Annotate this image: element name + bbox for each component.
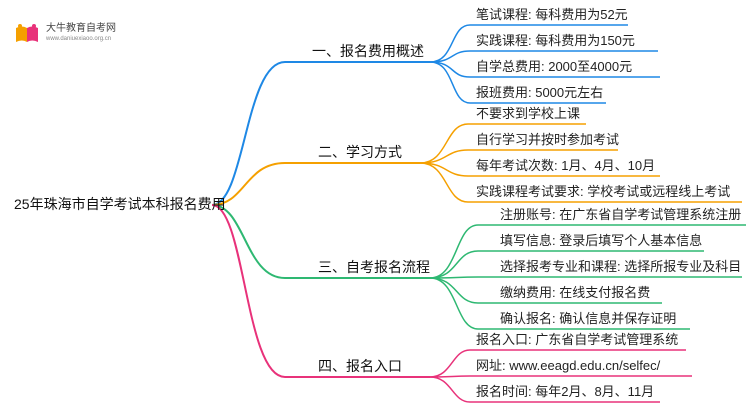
link-root-branch-2 [211, 162, 286, 206]
branch-2-leaf-4: 实践课程考试要求: 学校考试或远程线上考试 [476, 184, 731, 199]
branch-2-leaf-3: 每年考试次数: 1月、4月、10月 [476, 158, 656, 173]
branch-3-leaf-4: 缴纳费用: 在线支付报名费 [500, 285, 651, 300]
branch-1-leaf-2: 实践课程: 每科费用为150元 [476, 33, 635, 48]
branch-4-leaf-2: 网址: www.eeagd.edu.cn/selfec/ [476, 358, 661, 373]
link-root-branch-3 [211, 204, 286, 279]
root-title: 25年珠海市自学考试本科报名费用 [14, 196, 226, 212]
book-logo-icon [16, 24, 38, 42]
branch-1-leaf-1: 笔试课程: 每科费用为52元 [476, 7, 628, 22]
link-root-branch-4 [211, 204, 286, 378]
branch-3-leaf-2: 填写信息: 登录后填写个人基本信息 [500, 233, 703, 248]
link-root-branch-1 [211, 61, 286, 206]
branch-4-leaf-1: 报名入口: 广东省自学考试管理系统 [476, 332, 679, 347]
branch-1-leaf-3: 自学总费用: 2000至4000元 [476, 59, 633, 74]
branch-1-leaf-4: 报班费用: 5000元左右 [476, 85, 604, 100]
branch-2-leaf-1: 不要求到学校上课 [476, 106, 581, 121]
branch-3-leaf-1: 注册账号: 在广东省自学考试管理系统注册 [500, 207, 742, 222]
branch-3-leaf-5: 确认报名: 确认信息并保存证明 [500, 311, 677, 326]
branch-4-title: 四、报名入口 [318, 358, 402, 374]
branch-2-leaf-2: 自行学习并按时参加考试 [476, 132, 620, 147]
branch-4-leaf-3: 报名时间: 每年2月、8月、11月 [476, 384, 655, 399]
branch-3-leaf-3: 选择报考专业和课程: 选择所报专业及科目 [500, 259, 742, 274]
branch-3-title: 三、自考报名流程 [318, 259, 430, 275]
logo-url: www.daniuexiaoo.org.cn [46, 36, 112, 42]
branch-2-title: 二、学习方式 [318, 144, 402, 160]
logo-title: 大牛教育自考网 [46, 23, 116, 34]
branch-1-title: 一、报名费用概述 [312, 43, 424, 59]
logo: 大牛教育自考网 www.daniuexiaoo.org.cn [14, 22, 116, 44]
